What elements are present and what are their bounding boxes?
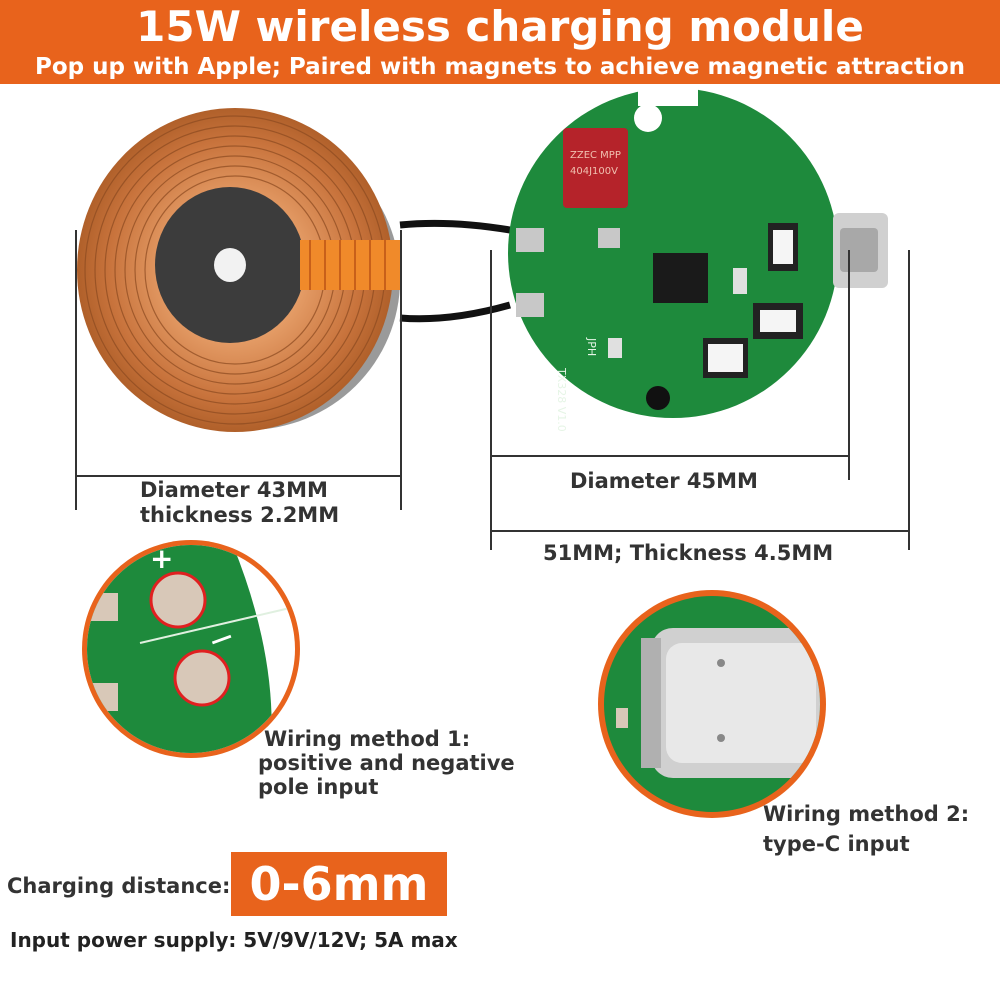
plus-symbol: + <box>150 542 173 575</box>
wiring-method-1-line2: positive and negative <box>258 751 515 775</box>
silkscreen-brand: JPH <box>585 337 598 356</box>
charging-distance-badge <box>231 852 447 916</box>
header-banner <box>0 0 1000 84</box>
coil-thickness-label: thickness 2.2MM <box>140 503 340 527</box>
pcb-length-line <box>490 530 910 532</box>
silkscreen-model: TX328 V1.0 <box>555 367 568 432</box>
wiring-method-2-line2: type-C input <box>763 832 910 856</box>
pcb-dim-mid-tick <box>848 250 850 480</box>
page-subtitle: Pop up with Apple; Paired with magnets t… <box>35 54 965 80</box>
wiring-method-2-zoom <box>598 590 826 818</box>
pcb-diameter-line <box>490 455 850 457</box>
pcb-length-label: 51MM; Thickness 4.5MM <box>543 541 834 565</box>
wiring-method-2-line1: Wiring method 2: <box>763 802 970 826</box>
coil-dim-left-tick <box>75 230 77 510</box>
capacitor-text-2: 404J100V <box>570 166 618 177</box>
coil-dim-right-tick <box>400 230 402 510</box>
wiring-method-1-zoom: + — <box>82 540 300 758</box>
wireless-coil-image <box>77 108 511 432</box>
pcb-dim-right-tick <box>908 250 910 550</box>
capacitor-text-1: ZZEC MPP <box>570 150 621 161</box>
page-title: 15W wireless charging module <box>136 2 864 51</box>
coil-diameter-label: Diameter 43MM <box>140 478 328 502</box>
wiring-method-1-line3: pole input <box>258 775 379 799</box>
pcb-dim-left-tick <box>490 250 492 550</box>
input-power-supply-label: Input power supply: 5V/9V/12V; 5A max <box>10 928 458 952</box>
pcb-diameter-label: Diameter 45MM <box>570 469 758 493</box>
pcb-board-image: ZZEC MPP 404J100V TX328 V1.0 JPH <box>508 88 888 432</box>
charging-distance-value: 0-6mm <box>249 857 429 911</box>
wiring-method-1-line1: Wiring method 1: <box>264 727 471 751</box>
charging-distance-label: Charging distance: <box>7 874 231 898</box>
coil-dim-line <box>75 475 402 477</box>
